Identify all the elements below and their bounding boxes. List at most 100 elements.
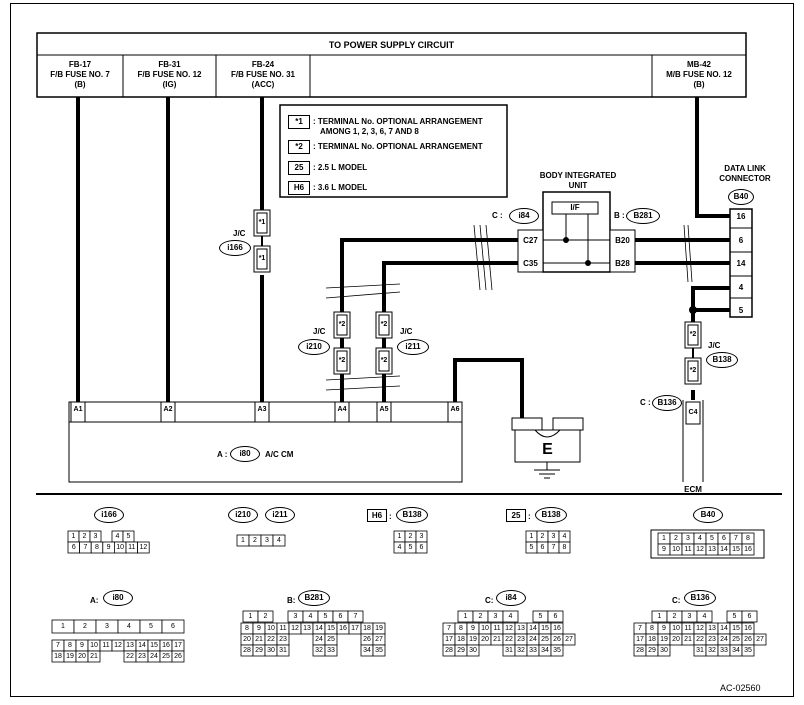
dlc-title-2: CONNECTOR xyxy=(719,174,771,183)
pin-cell xyxy=(657,644,671,657)
pin-number: 4 xyxy=(277,537,281,544)
jc-label: J/C xyxy=(313,327,326,336)
jc-label: J/C xyxy=(233,229,246,238)
legend-text: : 3.6 L MODEL xyxy=(313,183,368,192)
pin-number: 4 xyxy=(115,533,120,540)
pin-number: 1 xyxy=(248,613,253,620)
pin-number: 9 xyxy=(662,625,666,632)
pin-number: 14 xyxy=(720,546,728,553)
pin-number: 30 xyxy=(660,647,668,654)
fuse-label-l3: (IG) xyxy=(162,80,177,89)
acm-pin-box xyxy=(334,401,350,423)
pin-number: 2 xyxy=(83,623,87,630)
jc-inner xyxy=(378,350,390,372)
pin-number: 2 xyxy=(408,533,413,540)
pin-cell xyxy=(753,633,767,646)
pin-number: 33 xyxy=(529,647,537,654)
connector-prefix: A: xyxy=(90,596,99,605)
wire-break-marks xyxy=(325,224,693,391)
connector-code: B136 xyxy=(684,590,716,606)
pin-cell xyxy=(550,644,564,657)
pin-number: 2 xyxy=(263,613,268,620)
pin-number: 23 xyxy=(708,636,716,643)
pin-cell xyxy=(502,610,519,623)
pin-number: 7 xyxy=(447,625,451,632)
ecm-name: ECM xyxy=(684,485,702,494)
pin-number: 11 xyxy=(684,546,692,553)
legend-key: *2 xyxy=(288,140,310,154)
jc-label: J/C xyxy=(708,341,721,350)
pin-number: 8 xyxy=(95,544,99,551)
pin-number: 3 xyxy=(551,533,556,540)
pin-number: 7 xyxy=(83,544,88,551)
pin-number: 8 xyxy=(746,535,750,542)
pin-number: 18 xyxy=(648,636,656,643)
pin-number: 21 xyxy=(255,636,263,643)
pin-number: 19 xyxy=(375,625,383,632)
pin-number: 2 xyxy=(253,537,257,544)
pin-number: 30 xyxy=(267,647,275,654)
pin-number: 32 xyxy=(708,647,716,654)
junction-connectors xyxy=(253,209,702,385)
pin-number: 27 xyxy=(565,636,573,643)
jc-inner xyxy=(256,248,268,270)
pin-number: 20 xyxy=(672,636,680,643)
pin-number: 4 xyxy=(127,623,131,630)
pin-number: 6 xyxy=(722,535,726,542)
pin-number: 3 xyxy=(105,623,109,630)
pin-number: 6 xyxy=(553,613,558,620)
pin-number: 25 xyxy=(541,636,549,643)
pin-number: 32 xyxy=(315,647,323,654)
pin-number: 16 xyxy=(744,546,752,553)
pin-number: 7 xyxy=(638,625,642,632)
pin-number: 1 xyxy=(463,613,468,620)
connector-prefix: C: xyxy=(672,596,681,605)
pin-number: 10 xyxy=(90,642,98,649)
jc-label: J/C xyxy=(400,327,413,336)
pin-number: 9 xyxy=(80,642,84,649)
legend-key: H6 xyxy=(288,181,310,195)
connector-prefix: 25 xyxy=(506,509,526,522)
pin-number: 28 xyxy=(445,647,453,654)
jc-mark: *2 xyxy=(689,331,697,338)
jc-mark: *2 xyxy=(689,367,697,374)
pin-number: 5 xyxy=(538,613,543,620)
pin-number: 8 xyxy=(245,625,249,632)
pin-number: 33 xyxy=(327,647,335,654)
jc-code: i210 xyxy=(298,339,330,355)
pin-number: 15 xyxy=(732,625,740,632)
pin-cell xyxy=(741,543,755,556)
connector-code: i210 xyxy=(228,507,258,523)
pin-number: 26 xyxy=(553,636,561,643)
pin-cell xyxy=(562,633,576,646)
pin-number: 33 xyxy=(720,647,728,654)
fuse-label-l1: FB-31 xyxy=(158,60,181,69)
pin-number: 2 xyxy=(540,533,545,540)
acm-name: A/C CM xyxy=(265,450,294,459)
power-supply-box xyxy=(36,32,747,98)
pin-number: 34 xyxy=(732,647,740,654)
legend-text: : 2.5 L MODEL xyxy=(313,163,368,172)
pin-number: 2 xyxy=(672,613,677,620)
legend-key: *1 xyxy=(288,115,310,129)
acm-code: i80 xyxy=(230,446,260,462)
connector-code: B138 xyxy=(396,507,428,523)
pin-number: 14 xyxy=(315,625,323,632)
pin-number: 3 xyxy=(265,537,269,544)
biu-title-1: BODY INTEGRATED xyxy=(539,171,617,180)
jc-mark: *2 xyxy=(380,357,388,364)
acm-pin-box xyxy=(376,401,392,423)
pin-number: 3 xyxy=(419,533,424,540)
pin-number: 15 xyxy=(327,625,335,632)
pin-cell xyxy=(276,644,290,657)
pin-number: 16 xyxy=(553,625,561,632)
pin-number: 14 xyxy=(529,625,537,632)
pin-number: 4 xyxy=(698,535,702,542)
biu-pin: C27 xyxy=(523,236,538,245)
pin-number: 15 xyxy=(541,625,549,632)
pin-number: 10 xyxy=(116,544,125,551)
pin-number: 5 xyxy=(149,623,153,630)
pin-number: 17 xyxy=(174,642,182,649)
pin-number: 35 xyxy=(744,647,752,654)
pin-number: 8 xyxy=(68,642,72,649)
